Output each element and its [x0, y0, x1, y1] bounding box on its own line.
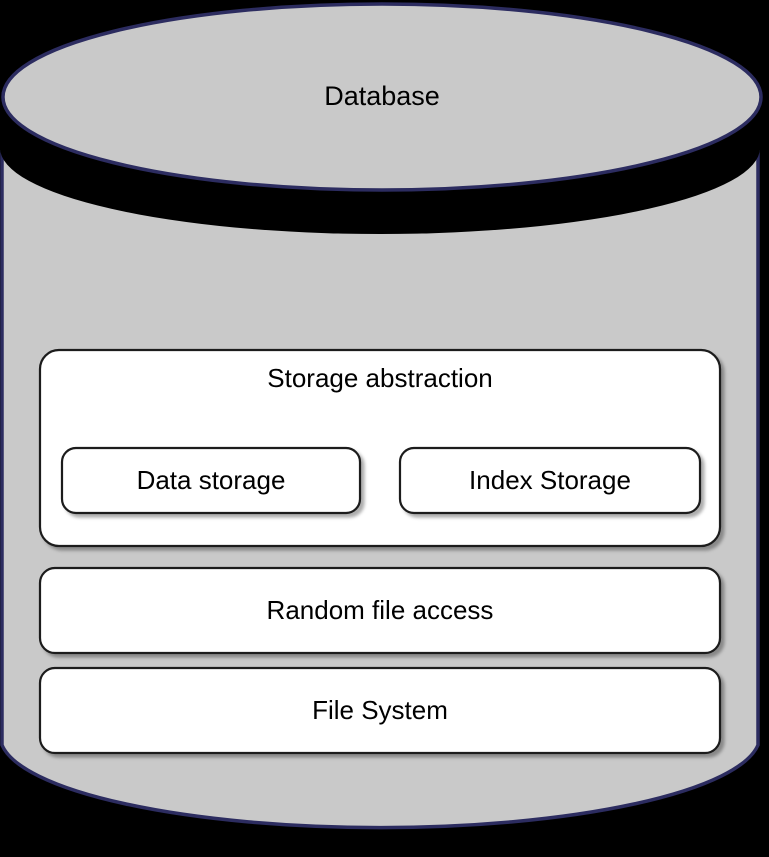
- box-data-storage[interactable]: Data storage: [60, 446, 362, 515]
- cylinder-top-ellipse: [1, 2, 763, 192]
- index-storage-box[interactable]: [398, 446, 702, 515]
- storage-abstraction-label: Storage abstraction: [267, 363, 492, 393]
- file-system-label: File System: [312, 695, 448, 725]
- cylinder-title: Database: [324, 81, 440, 111]
- layer-random-file-access[interactable]: Random file access: [38, 566, 722, 655]
- box-index-storage[interactable]: Index Storage: [398, 446, 702, 515]
- layer-file-system[interactable]: File System: [38, 666, 722, 755]
- data-storage-box[interactable]: [60, 446, 362, 515]
- layer-storage-abstraction[interactable]: Storage abstraction Data storage Index S…: [38, 348, 722, 548]
- file-system-box[interactable]: [38, 666, 722, 755]
- data-storage-label: Data storage: [137, 465, 286, 495]
- random-file-access-box[interactable]: [38, 566, 722, 655]
- index-storage-label: Index Storage: [469, 465, 631, 495]
- random-file-access-label: Random file access: [267, 595, 494, 625]
